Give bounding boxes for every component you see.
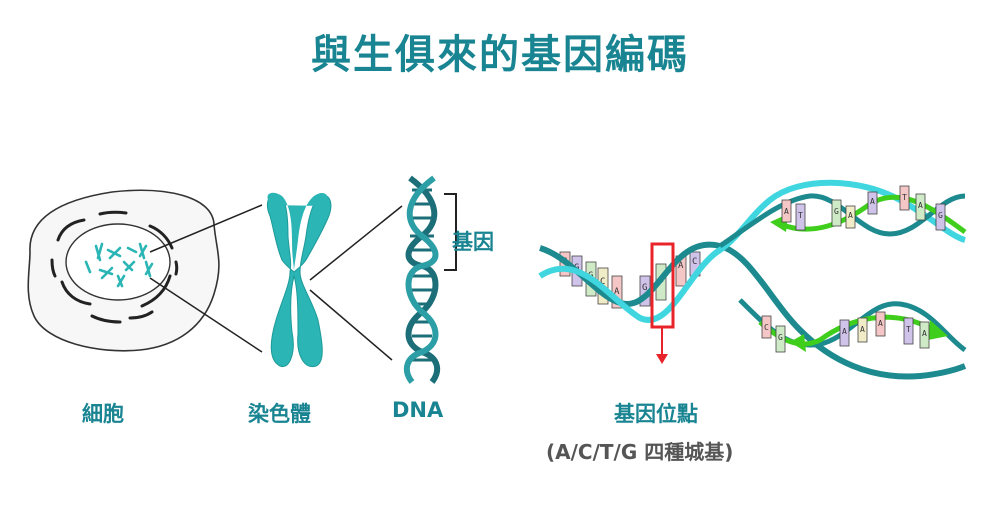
svg-text:G: G bbox=[642, 283, 647, 293]
svg-text:C: C bbox=[600, 277, 605, 287]
svg-text:A: A bbox=[848, 211, 853, 220]
svg-text:T: T bbox=[906, 325, 911, 334]
zoom-lines-chromosome bbox=[309, 205, 403, 361]
chromosome-label: 染色體 bbox=[248, 402, 311, 426]
svg-text:A: A bbox=[860, 325, 865, 334]
svg-text:G: G bbox=[938, 211, 943, 220]
zoom-lines-cell bbox=[149, 204, 263, 353]
gene-locus-label: 基因位點 bbox=[614, 402, 698, 426]
svg-text:A: A bbox=[842, 327, 847, 336]
svg-text:A: A bbox=[614, 287, 620, 297]
bases-note: (A/C/T/G 四種城基) bbox=[546, 440, 734, 464]
svg-text:G: G bbox=[834, 207, 839, 216]
gene-locus-arrow bbox=[656, 354, 668, 364]
nucleus-chromosomes bbox=[84, 242, 154, 288]
svg-text:A: A bbox=[878, 319, 883, 328]
gene-locus-box bbox=[650, 242, 675, 329]
svg-text:A: A bbox=[918, 201, 923, 210]
page-title: 與生俱來的基因編碼 bbox=[311, 32, 689, 78]
svg-text:T: T bbox=[798, 211, 803, 220]
svg-text:A: A bbox=[784, 207, 789, 216]
cell-illustration bbox=[27, 189, 220, 352]
cell-label: 細胞 bbox=[82, 402, 124, 426]
gene-bracket bbox=[444, 193, 457, 271]
svg-text:A: A bbox=[870, 197, 875, 206]
svg-text:A: A bbox=[922, 329, 927, 338]
chromosome-illustration bbox=[266, 192, 332, 368]
svg-text:C: C bbox=[692, 257, 697, 267]
svg-text:C: C bbox=[764, 323, 769, 332]
dna-helix-vertical bbox=[403, 175, 441, 384]
dna-label: DNA bbox=[392, 398, 444, 422]
svg-text:A: A bbox=[678, 261, 684, 271]
svg-text:G: G bbox=[778, 333, 783, 342]
gene-label: 基因 bbox=[452, 230, 494, 254]
svg-text:T: T bbox=[902, 193, 907, 202]
